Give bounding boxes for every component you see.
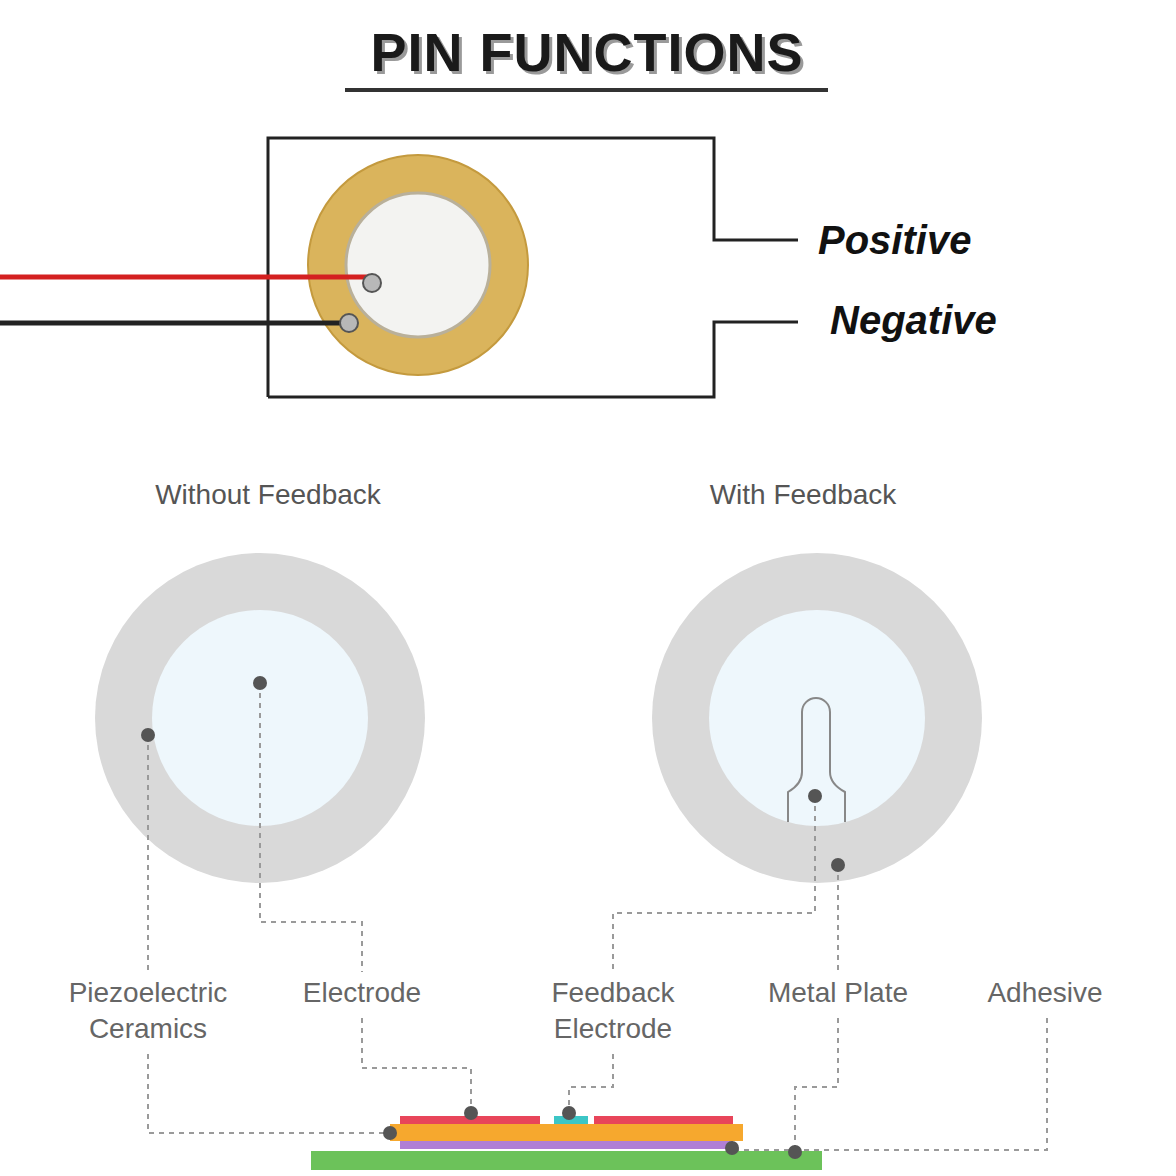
- brass-disc: [308, 155, 528, 375]
- feedback-electrode-outline: [788, 698, 845, 822]
- solder-point: [363, 274, 381, 292]
- black-wire: [0, 321, 346, 326]
- pin-name: Positive: [818, 216, 971, 264]
- part-name: Feedback Electrode: [518, 975, 708, 1047]
- section-heading: With Feedback: [633, 477, 973, 513]
- leader-dots: [141, 676, 845, 1159]
- electrode-layer: [594, 1116, 733, 1124]
- solder-point: [340, 314, 358, 332]
- ceramic-layer-section: [390, 1124, 743, 1141]
- adhesive-layer: [311, 1151, 822, 1170]
- title-underline: [345, 88, 828, 92]
- pin-name: Negative: [830, 296, 997, 344]
- metal-plate-disc: [652, 553, 982, 883]
- ceramic-layer: [346, 193, 490, 337]
- ceramic-disc: [709, 610, 925, 826]
- red-wire: [0, 275, 368, 280]
- part-name: Electrode: [272, 975, 452, 1011]
- part-name: Adhesive: [970, 975, 1120, 1011]
- leader-lines: [148, 683, 1047, 1150]
- page-title: PIN FUNCTIONS: [287, 22, 887, 82]
- bracket-line: [268, 138, 798, 397]
- part-name: Metal Plate: [743, 975, 933, 1011]
- section-heading: Without Feedback: [98, 477, 438, 513]
- part-name: Piezoelectric Ceramics: [38, 975, 258, 1047]
- metal-plate-layer: [400, 1141, 733, 1149]
